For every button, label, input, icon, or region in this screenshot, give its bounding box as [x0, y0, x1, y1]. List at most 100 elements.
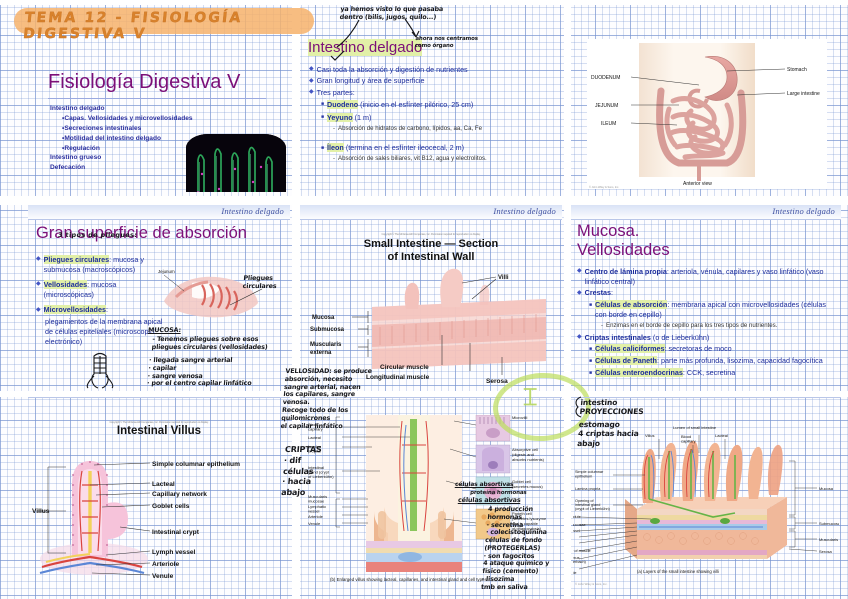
- slide1-outline-3: •Motilidad del intestino delgado: [62, 134, 162, 142]
- svg-text:epithelium: epithelium: [575, 475, 592, 479]
- slide-small-intestine-section[interactable]: Intestino delgado Copyright © The McGraw…: [300, 205, 562, 389]
- slide7-figure-title: Intestinal Villus: [116, 425, 202, 437]
- slide6-item-3: -Enzimas en el borde de cepillo para los…: [601, 322, 778, 330]
- page-title: TEMA 12 - FISIOLOGÍA DIGESTIVA V: [22, 10, 244, 42]
- hand-3-tipos-pliegues: 3 tipos de pliegues:: [57, 231, 138, 239]
- slide4-item-vellosidades: ◆ Vellosidades: mucosa (microscópicas): [36, 279, 117, 300]
- slide6-header-label: Intestino delgado: [772, 206, 835, 216]
- svg-text:(a) Layers of the small intest: (a) Layers of the small intestine showin…: [637, 569, 719, 574]
- slide-gran-superficie-absorcion[interactable]: Intestino delgado Gran superficie de abs…: [28, 205, 290, 389]
- svg-text:Intestinal crypt: Intestinal crypt: [152, 529, 200, 536]
- slide2-part-ileon: ■ Íleon (termina en el esfínter ileoceca…: [321, 143, 465, 153]
- hand-proyecciones-title: intestino PROYECCIONES: [579, 398, 644, 417]
- gutter-top: [0, 0, 848, 5]
- hand-paneth-note: células de fondo (PROTEGERLAS) · son fag…: [480, 536, 550, 591]
- enlarged-villus-figure: Blood capillary Lacteal Lamina propria I…: [306, 414, 556, 585]
- slide1-outline-4: •Regulación: [62, 144, 100, 152]
- svg-text:Opening of: Opening of: [575, 499, 595, 503]
- svg-text:Lacteal: Lacteal: [308, 435, 321, 440]
- slide5-header-bar: Intestino delgado: [300, 205, 562, 220]
- hand-celulas-absortivas-label: células absortivas: [454, 481, 514, 488]
- slide-layers-small-intestine[interactable]: Intestino delgado: [571, 397, 841, 593]
- intestinal-wall-figure: Mucosa Submucosa Muscularis externa Vill…: [310, 265, 556, 385]
- svg-text:Anterior view: Anterior view: [683, 181, 712, 187]
- svg-text:Lymphatic nodule: Lymphatic nodule: [573, 515, 581, 519]
- gutter-col1: [292, 0, 300, 599]
- svg-text:Arteriole: Arteriole: [308, 514, 324, 519]
- svg-text:(secretes mucus): (secretes mucus): [512, 484, 543, 489]
- svg-text:capillary: capillary: [681, 439, 696, 444]
- slide-intestinal-villus[interactable]: Intestino delgado Copyright © The McGraw…: [28, 397, 290, 593]
- svg-text:Mucosa: Mucosa: [312, 315, 335, 321]
- slide-enlarged-villus[interactable]: Intestino delgado: [300, 397, 562, 593]
- hand-flow-notes: · llegada sangre arterial · capilar · sa…: [146, 356, 252, 388]
- svg-text:© John Wiley & Sons, Inc.: © John Wiley & Sons, Inc.: [575, 582, 608, 586]
- slide6-item-2: ■ Células de absorción: membrana apical …: [589, 300, 826, 320]
- svg-text:capillary: capillary: [308, 427, 323, 432]
- svg-text:Simple columnar epithelium: Simple columnar epithelium: [152, 461, 240, 468]
- hand-vellosidad-note: VELLOSIDAD: se produce absorción, necesi…: [280, 367, 373, 430]
- gutter-col2: [564, 0, 571, 599]
- slide6-item-7: ■ Células enteroendocrinas: CCK, secreti…: [589, 368, 736, 378]
- slide1-outline-2: •Secreciones intestinales: [62, 124, 142, 132]
- slide6-item-4: ◆ Criptas intestinales (o de Lieberkühn): [577, 332, 710, 342]
- svg-text:Stomach: Stomach: [787, 67, 807, 73]
- svg-text:Microvilli: Microvilli: [512, 415, 527, 420]
- svg-text:Lymphatic vessel: Lymphatic vessel: [573, 529, 580, 533]
- slide-intestino-delgado-intro[interactable]: Intestino delgado ◆Casi toda la absorció…: [300, 33, 562, 193]
- gutter-row1: [0, 196, 848, 205]
- slide5-figure-title: Small Intestine — Section: [363, 238, 499, 250]
- slide1-title: Fisiología Digestiva V: [48, 71, 241, 93]
- slide-anatomy-anterior-view[interactable]: DUODENUM JEJUNUM ILEUM Stomach Large int…: [571, 33, 841, 193]
- intestinal-villus-figure: Simple columnar epithelium Lacteal Capil…: [32, 441, 286, 581]
- hand-arrow-2: [404, 18, 420, 38]
- title-highlight-banner: [14, 8, 314, 34]
- svg-text:(secretes lysozyme: (secretes lysozyme: [512, 516, 547, 521]
- layers-3d-figure: Villus Lumen of small intestine Blood ca…: [571, 413, 841, 589]
- svg-text:ILEUM: ILEUM: [601, 121, 616, 127]
- svg-text:(digests and: (digests and: [512, 452, 534, 457]
- slide6-header-bar: Intestino delgado: [571, 205, 841, 220]
- hand-absortivas-note: células absortivas: [457, 496, 521, 504]
- svg-text:Serosa: Serosa: [819, 549, 832, 554]
- svg-text:Simple columnar: Simple columnar: [575, 470, 604, 474]
- svg-text:Muscularis: Muscularis: [308, 494, 327, 499]
- svg-text:Paneth cell: Paneth cell: [512, 511, 532, 516]
- svg-text:Lymphatic: Lymphatic: [308, 504, 326, 509]
- svg-text:Venule: Venule: [152, 573, 174, 580]
- svg-text:Lamina propria: Lamina propria: [575, 487, 601, 491]
- slide-fisiologia-digestiva-v[interactable]: Fisiología Digestiva V Intestino delgado…: [28, 42, 290, 192]
- svg-text:DUODENUM: DUODENUM: [591, 75, 620, 81]
- svg-text:Submucosa: Submucosa: [310, 327, 345, 333]
- slide6-title-2: Vellosidades: [577, 241, 670, 259]
- svg-text:Villus: Villus: [645, 433, 655, 438]
- slide4-item-microvellosidades: ◆ Microvellosidades:: [36, 305, 108, 315]
- svg-text:Jejunum: Jejunum: [158, 269, 175, 274]
- svg-text:of Lieberkühn): of Lieberkühn): [308, 474, 334, 479]
- svg-text:gland (crypt: gland (crypt: [308, 470, 330, 475]
- svg-text:(b) Enlarged villus showing la: (b) Enlarged villus showing lacteal, cap…: [330, 577, 487, 582]
- slide9-header-bar: Intestino delgado: [571, 397, 841, 398]
- slide-mucosa-vellosidades[interactable]: Intestino delgado Mucosa. Vellosidades ◆…: [571, 205, 841, 389]
- hand-mucosa-body: - Tenemos pliegues sobre esos pliegues c…: [151, 335, 268, 351]
- svg-text:Lymph vessel: Lymph vessel: [152, 549, 196, 556]
- svg-text:Blood: Blood: [308, 422, 318, 427]
- hand-estomago-criptas: estomago 4 criptas hacia abajo: [576, 420, 640, 448]
- jejunum-folds-figure: Jejunum: [158, 267, 268, 325]
- svg-text:Lamina: Lamina: [308, 444, 322, 449]
- slide4-header-bar: Intestino delgado: [28, 205, 290, 220]
- slide1-outline-1: •Capas. Vellosidades y microvellosidades: [62, 114, 193, 122]
- svg-text:Capillary network: Capillary network: [152, 491, 207, 498]
- slide2-title: Intestino delgado: [308, 39, 423, 56]
- slide4-item-pliegues: ◆ Pliegues circulares: mucosa y submucos…: [36, 254, 144, 274]
- slide2-part-duodeno: ■ Duodeno (inicio en el esfínter pilóric…: [321, 99, 474, 109]
- svg-text:(crypt of Lieberkühn): (crypt of Lieberkühn): [575, 507, 611, 511]
- svg-text:Goblet cell: Goblet cell: [512, 479, 531, 484]
- svg-text:externa: externa: [310, 350, 332, 356]
- slide4-item-microvellosidades-extra: plegamientos de la membrana apical de cé…: [45, 316, 163, 347]
- slide7-header-bar: Intestino delgado: [28, 397, 290, 398]
- svg-text:Blood: Blood: [681, 434, 691, 439]
- svg-text:Muscularis: Muscularis: [819, 537, 838, 542]
- slide4-title: Gran superficie de absorción: [36, 224, 247, 242]
- slide6-item-1: ◆ Crestas:: [577, 288, 613, 298]
